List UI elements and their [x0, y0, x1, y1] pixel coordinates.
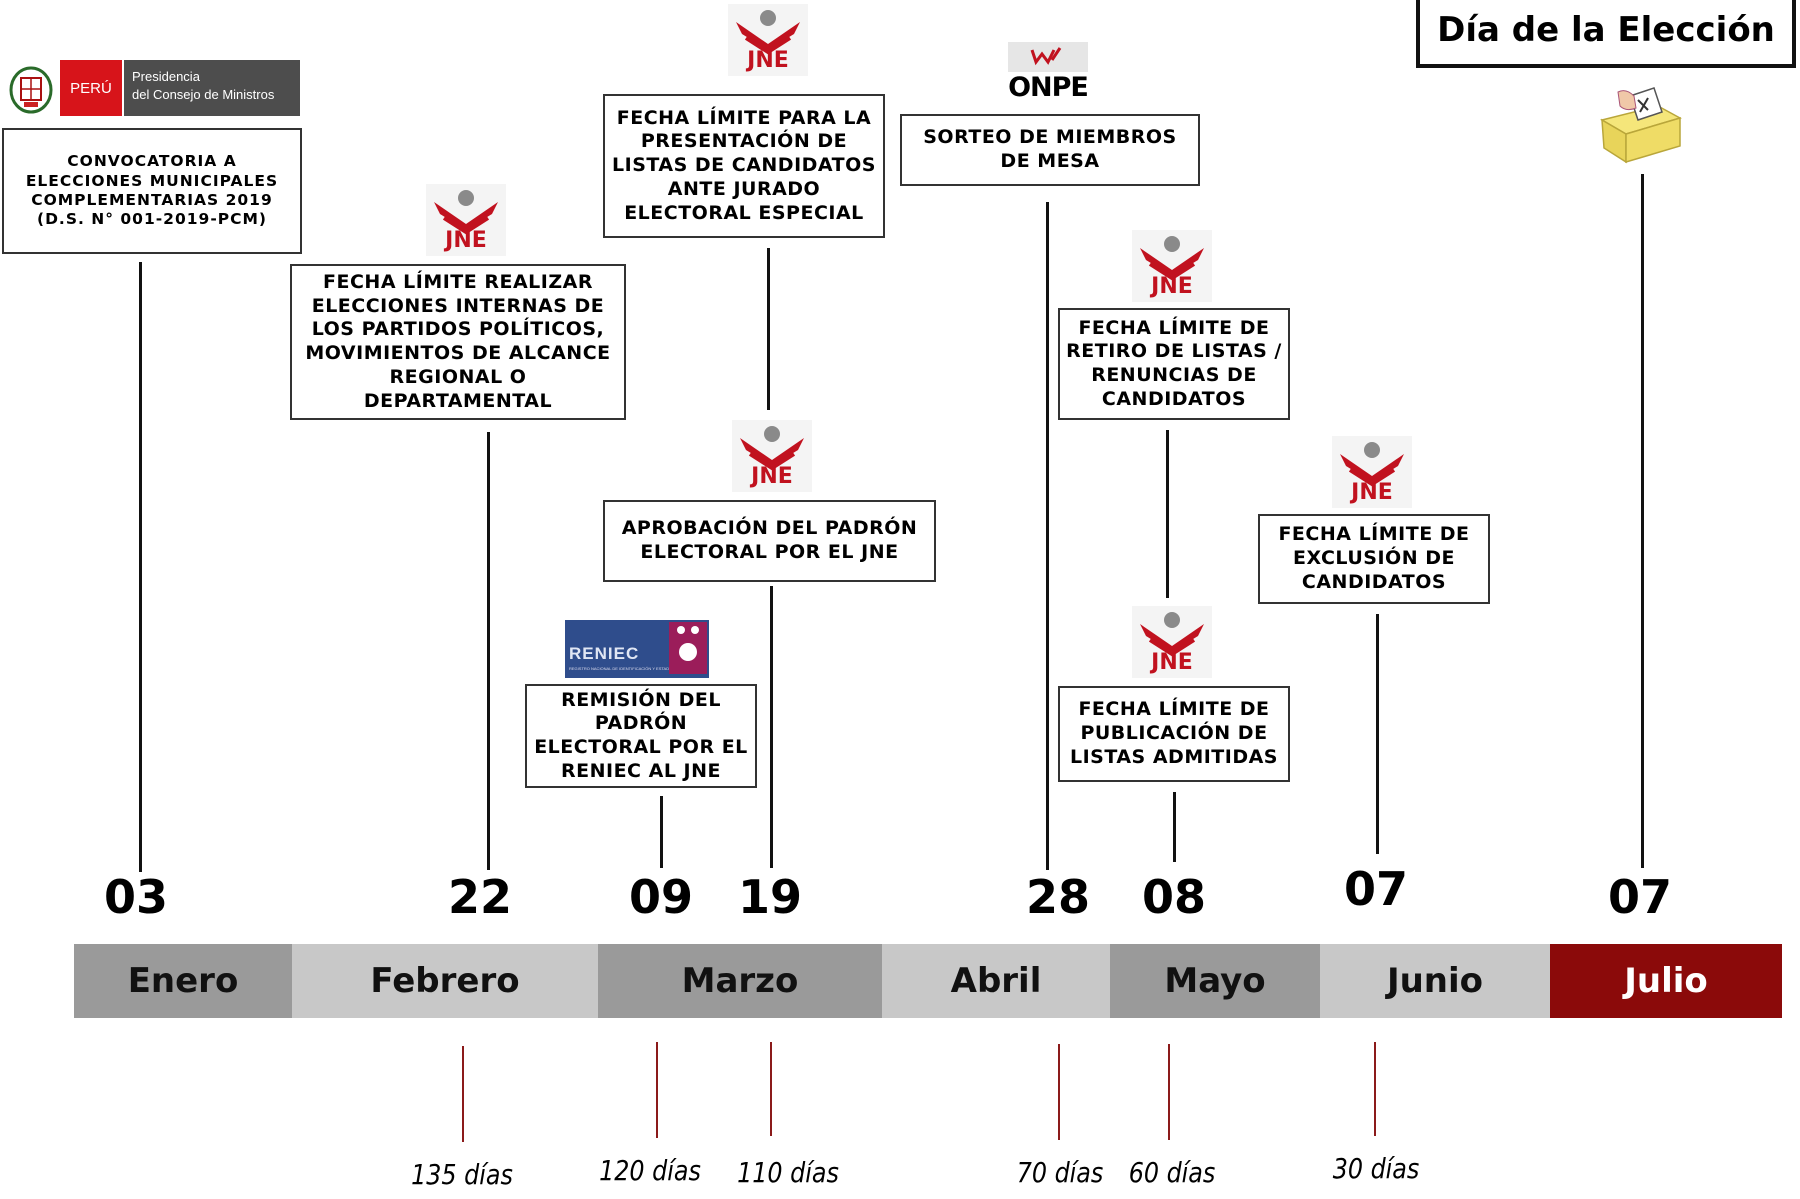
month-julio: Julio: [1550, 944, 1782, 1018]
event-sorteo-miembros: SORTEO DE MIEMBROS DE MESA: [900, 114, 1200, 186]
day-number-mayo: 08: [1141, 870, 1206, 924]
event-retiro-listas: FECHA LÍMITE DE RETIRO DE LISTAS / RENUN…: [1058, 308, 1290, 420]
election-day-title: Día de la Elección: [1416, 0, 1796, 68]
day-number-marzo-09: 09: [628, 870, 693, 924]
countdown-label: 70 días: [1016, 1156, 1104, 1189]
connector-line: [1046, 202, 1049, 870]
jne-logo-icon: JNE: [1132, 230, 1212, 302]
connector-line: [1376, 614, 1379, 854]
jne-logo-icon: JNE: [728, 4, 808, 76]
event-aprobacion-padron: APROBACIÓN DEL PADRÓN ELECTORAL POR EL J…: [603, 500, 936, 582]
onpe-logo: ONPE: [1006, 40, 1090, 104]
countdown-tick: [770, 1042, 772, 1136]
connector-line: [1173, 792, 1176, 862]
jne-logo-icon: JNE: [1332, 436, 1412, 508]
connector-line: [139, 262, 142, 872]
month-marzo: Marzo: [598, 944, 882, 1018]
jne-label: JNE: [751, 464, 793, 489]
jne-logo-icon: JNE: [426, 184, 506, 256]
day-number-julio: 07: [1607, 870, 1672, 924]
pcm-name-line2: del Consejo de Ministros: [132, 86, 275, 102]
connector-line: [1166, 430, 1169, 598]
month-junio: Junio: [1320, 944, 1550, 1018]
peru-coat-of-arms-icon: [4, 60, 58, 116]
reniec-family-icon: [669, 622, 707, 674]
reniec-logo: RENIEC REGISTRO NACIONAL DE IDENTIFICACI…: [565, 620, 709, 678]
countdown-tick: [1058, 1044, 1060, 1140]
countdown-label: 30 días: [1332, 1152, 1420, 1185]
connector-line: [660, 796, 663, 868]
month-enero: Enero: [74, 944, 292, 1018]
reniec-subtitle: REGISTRO NACIONAL DE IDENTIFICACIÓN Y ES…: [569, 666, 684, 671]
event-presentacion-listas: FECHA LÍMITE PARA LA PRESENTACIÓN DE LIS…: [603, 94, 885, 238]
countdown-label: 110 días: [737, 1156, 839, 1189]
countdown-tick: [462, 1046, 464, 1142]
reniec-label: RENIEC: [569, 644, 640, 663]
countdown-tick: [1168, 1044, 1170, 1140]
countdown-tick: [656, 1042, 658, 1138]
event-exclusion-candidatos: FECHA LÍMITE DE EXCLUSIÓN DE CANDIDATOS: [1258, 514, 1490, 604]
onpe-label: ONPE: [1008, 72, 1089, 103]
jne-label: JNE: [1151, 274, 1193, 299]
ballot-box-icon: [1596, 86, 1686, 166]
connector-line: [770, 586, 773, 868]
jne-label: JNE: [445, 228, 487, 253]
day-number-marzo-19: 19: [737, 870, 802, 924]
day-number-enero: 03: [103, 870, 168, 924]
jne-label: JNE: [1351, 480, 1393, 505]
pcm-name-block: Presidencia del Consejo de Ministros: [124, 60, 300, 116]
day-number-junio: 07: [1343, 862, 1408, 916]
pcm-name-line1: Presidencia: [132, 69, 200, 84]
month-febrero: Febrero: [292, 944, 598, 1018]
jne-label: JNE: [1151, 650, 1193, 675]
onpe-ballot-icon: [1008, 42, 1088, 72]
countdown-label: 135 días: [411, 1158, 513, 1191]
pcm-country-label: PERÚ: [60, 60, 122, 116]
day-number-febrero: 22: [447, 870, 512, 924]
event-publicacion-listas: FECHA LÍMITE DE PUBLICACIÓN DE LISTAS AD…: [1058, 686, 1290, 782]
event-remision-padron: REMISIÓN DEL PADRÓN ELECTORAL POR EL REN…: [525, 684, 757, 788]
countdown-label: 120 días: [599, 1154, 701, 1187]
pcm-logo: PERÚ Presidencia del Consejo de Ministro…: [4, 60, 300, 116]
day-number-abril: 28: [1025, 870, 1090, 924]
jne-label: JNE: [747, 48, 789, 73]
connector-line: [1641, 174, 1644, 868]
connector-line: [487, 432, 490, 870]
month-abril: Abril: [882, 944, 1110, 1018]
month-mayo: Mayo: [1110, 944, 1320, 1018]
jne-logo-icon: JNE: [1132, 606, 1212, 678]
countdown-tick: [1374, 1042, 1376, 1136]
event-convocatoria: CONVOCATORIA A ELECCIONES MUNICIPALES CO…: [2, 128, 302, 254]
countdown-label: 60 días: [1128, 1156, 1216, 1189]
event-internas: FECHA LÍMITE REALIZAR ELECCIONES INTERNA…: [290, 264, 626, 420]
jne-logo-icon: JNE: [732, 420, 812, 492]
connector-line: [767, 248, 770, 410]
